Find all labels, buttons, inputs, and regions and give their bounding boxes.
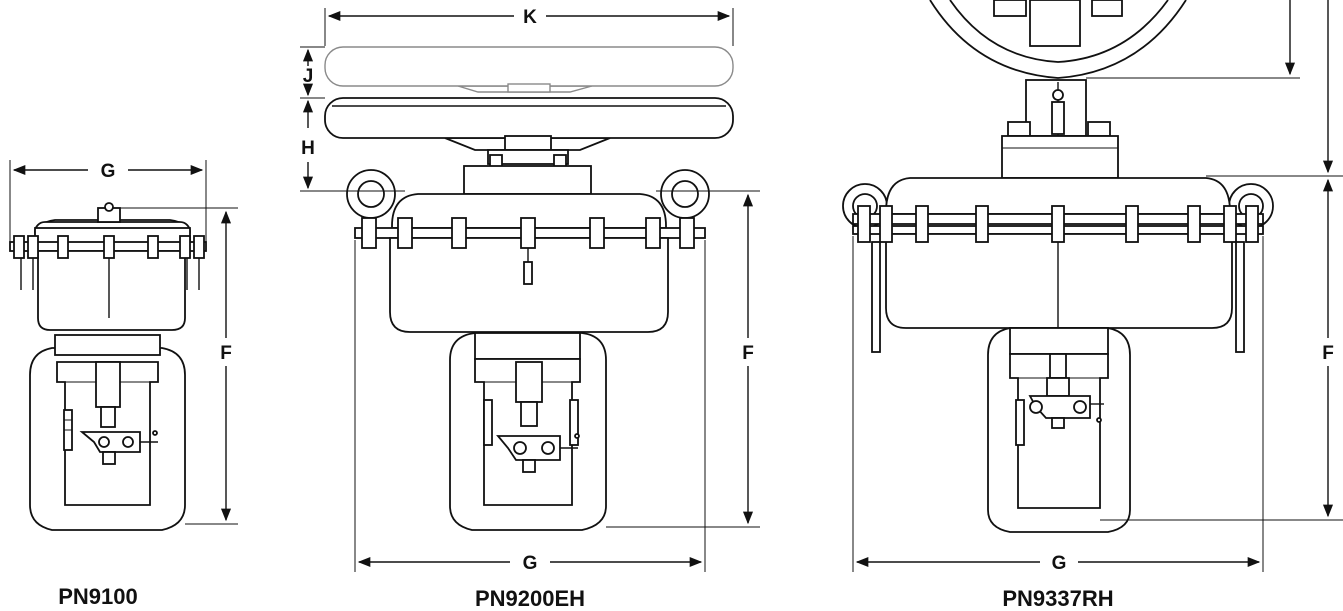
yoke-pn9200eh — [449, 332, 607, 531]
dimension-f-pn9337rh: F — [1100, 175, 1343, 521]
dimension-f-pn9200eh: F — [606, 190, 760, 528]
flange-bolts-pn9337rh — [857, 205, 1259, 362]
dimension-k-pn9200eh: K — [324, 7, 734, 46]
dimension-f-pn9100: F — [120, 207, 238, 525]
handwheel-pn9200eh — [324, 97, 734, 195]
dimension-g-pn9337rh: G — [852, 236, 1264, 574]
model-label-pn9100: PN9100 — [58, 584, 138, 609]
figure-pn9200eh: K J H G F — [300, 7, 760, 611]
flange-bolts-pn9200eh — [361, 217, 695, 285]
dimension-label-j: J — [303, 66, 314, 87]
diaphragm-casing-pn9200eh — [346, 169, 710, 333]
dimension-label-f: F — [1322, 343, 1334, 364]
yoke-pn9100 — [29, 334, 186, 531]
handwheel-pn9337rh — [929, 0, 1187, 179]
dimension-g-pn9200eh: G — [354, 240, 706, 574]
dimension-label-f: F — [220, 343, 232, 364]
dimension-label-f: F — [742, 343, 754, 364]
flange-bolts-pn9100 — [13, 235, 205, 318]
dimension-h-pn9200eh: H — [300, 97, 405, 192]
dimension-j-pn9200eh: J — [300, 46, 325, 97]
figure-pn9337rh: G F PN9337RH — [842, 0, 1343, 611]
model-label-pn9337rh: PN9337RH — [1002, 586, 1113, 611]
diaphragm-casing-pn9337rh — [842, 177, 1274, 362]
handwheel-raised-ghost — [324, 46, 734, 93]
figure-pn9100: G F PN9100 — [9, 160, 238, 609]
model-label-pn9200eh: PN9200EH — [475, 586, 585, 611]
dimension-label-k: K — [523, 7, 537, 28]
dimension-label-h: H — [301, 138, 315, 159]
dimension-label-g: G — [523, 553, 538, 574]
dimension-label-g: G — [101, 161, 116, 182]
dimension-label-g: G — [1052, 553, 1067, 574]
yoke-pn9337rh — [987, 327, 1131, 533]
diaphragm-casing-pn9100 — [9, 202, 207, 331]
dimension-top-arrows-pn9337rh — [1086, 0, 1334, 174]
dimension-g-pn9100: G — [9, 160, 207, 245]
